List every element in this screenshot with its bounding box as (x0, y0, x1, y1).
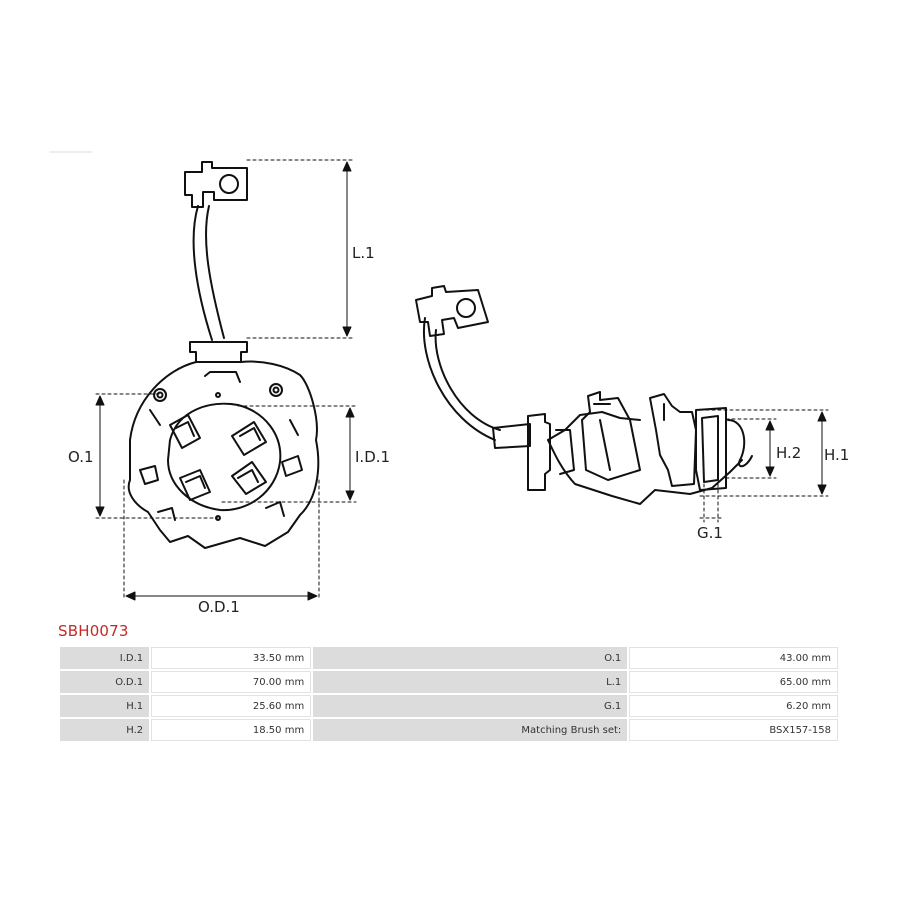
front-terminal-hole (219, 174, 239, 194)
spec-value: 18.50 mm (151, 719, 312, 741)
spec-label: H.1 (60, 695, 150, 717)
front-inner-ring (167, 402, 282, 512)
spec-row: H.1 25.60 mm G.1 6.20 mm (60, 695, 838, 717)
brush-box-4 (231, 461, 267, 495)
spec-label: Matching Brush set: (313, 719, 628, 741)
spec-table: I.D.1 33.50 mm O.1 43.00 mm O.D.1 70.00 … (58, 645, 840, 743)
side-brush-box-a (581, 391, 641, 481)
spec-row: I.D.1 33.50 mm O.1 43.00 mm (60, 647, 838, 669)
spec-value: 65.00 mm (629, 671, 838, 693)
dim-label-g1: G.1 (697, 524, 723, 542)
spec-label: L.1 (313, 671, 628, 693)
front-view (127, 161, 320, 549)
spec-value: 33.50 mm (151, 647, 312, 669)
side-terminal-tab (415, 285, 489, 337)
spec-value: 25.60 mm (151, 695, 312, 717)
front-terminal-tab (184, 161, 248, 208)
dim-label-id1: I.D.1 (355, 448, 390, 466)
front-outer-plate (127, 360, 320, 549)
dim-label-h1: H.1 (824, 446, 849, 464)
front-hole-right (269, 383, 283, 397)
spec-value: 6.20 mm (629, 695, 838, 717)
spec-value: 70.00 mm (151, 671, 312, 693)
front-dimensions (95, 159, 357, 601)
side-terminal-hole (456, 298, 476, 318)
side-view (415, 285, 753, 505)
brush-box-1 (169, 414, 201, 449)
side-base (547, 439, 743, 505)
dim-label-od1: O.D.1 (198, 598, 240, 616)
dim-label-o1: O.1 (68, 448, 94, 466)
dim-label-l1: L.1 (352, 244, 375, 262)
spec-label: H.2 (60, 719, 150, 741)
spec-label: O.1 (313, 647, 628, 669)
part-code: SBH0073 (58, 622, 129, 640)
brush-box-2 (231, 421, 267, 456)
spec-value: 43.00 mm (629, 647, 838, 669)
spec-row: O.D.1 70.00 mm L.1 65.00 mm (60, 671, 838, 693)
front-lead-wire (192, 205, 213, 341)
side-brush-box-b (649, 393, 697, 487)
spec-row: H.2 18.50 mm Matching Brush set: BSX157-… (60, 719, 838, 741)
side-lead-wire (422, 317, 496, 441)
spec-label: I.D.1 (60, 647, 150, 669)
side-brush-holder (695, 407, 727, 491)
side-dimensions (699, 409, 829, 523)
brush-box-3 (179, 469, 211, 501)
spec-label: G.1 (313, 695, 628, 717)
spec-value: BSX157-158 (629, 719, 838, 741)
spec-label: O.D.1 (60, 671, 150, 693)
front-hole-left (153, 388, 167, 402)
dim-label-h2: H.2 (776, 444, 801, 462)
